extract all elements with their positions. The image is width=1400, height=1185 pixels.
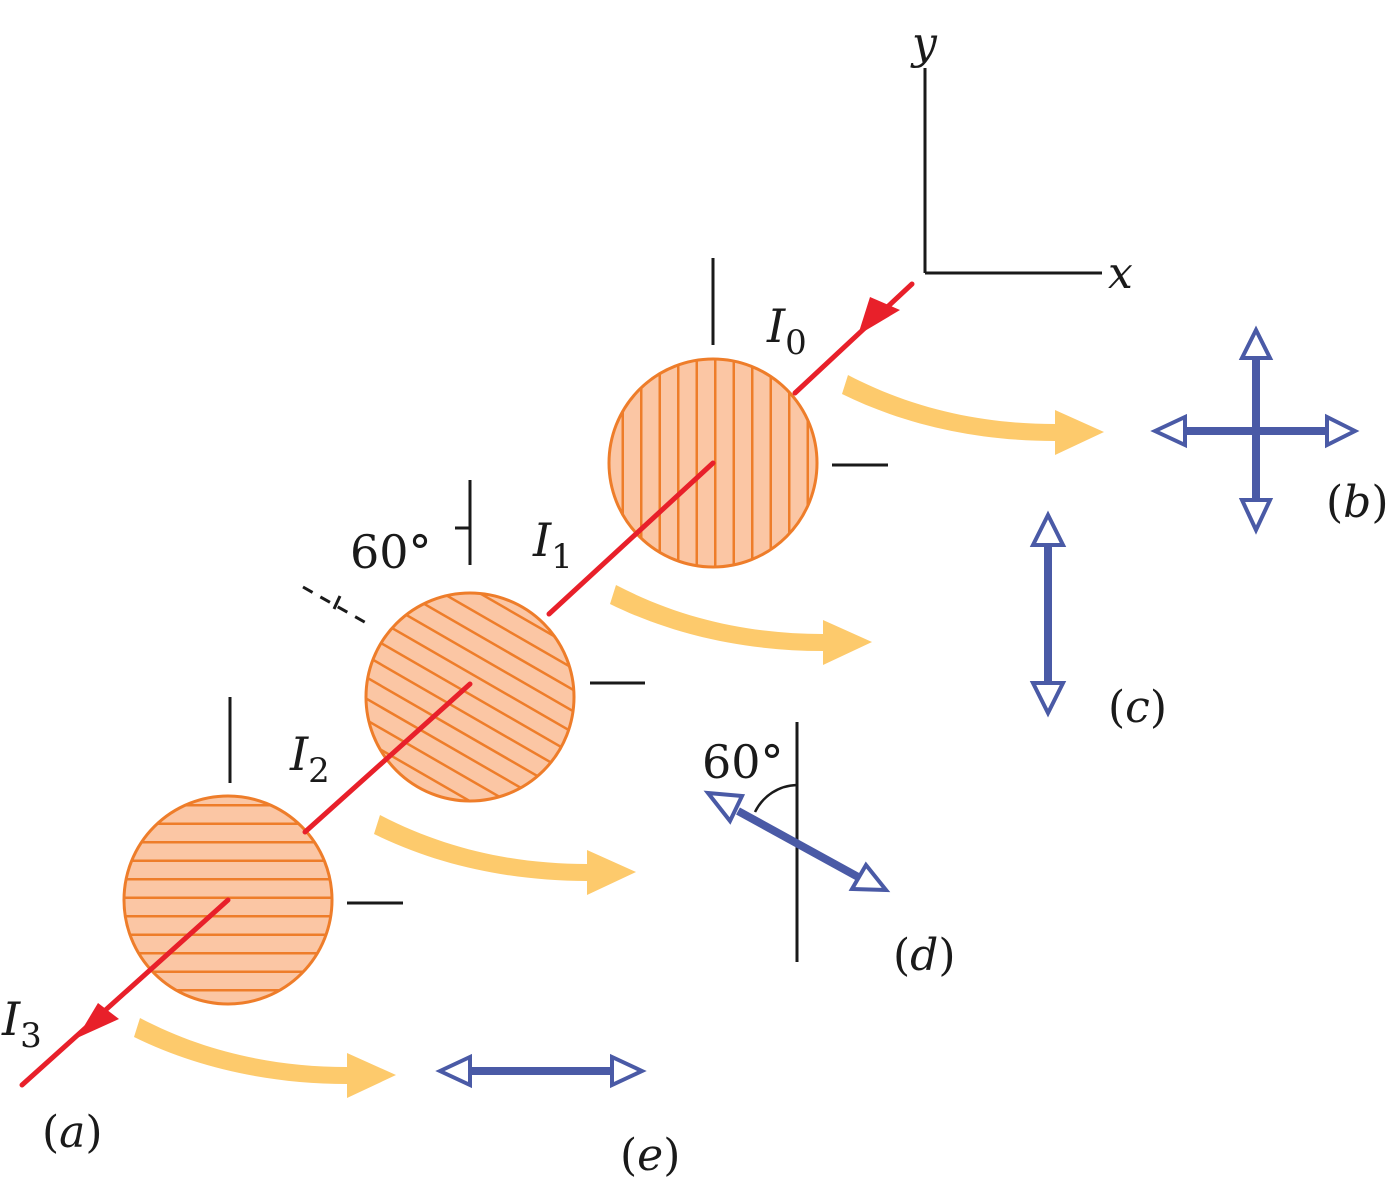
filter-2-hatch-line-0 bbox=[408, 593, 574, 679]
y-axis-label: y bbox=[910, 18, 938, 69]
panel-label-c: (c) bbox=[1108, 682, 1167, 733]
panel-label-a: (a) bbox=[42, 1107, 103, 1158]
beam-segment-1 bbox=[546, 460, 716, 617]
panel-label-d: (d) bbox=[893, 930, 956, 981]
beam-entry-arrowhead bbox=[858, 297, 900, 335]
polarizing-filter-1 bbox=[607, 258, 888, 569]
filter-2-hatch-line-1 bbox=[399, 593, 574, 695]
polarization-tilted: 60° bbox=[702, 722, 891, 962]
vertical-arrow-up bbox=[1029, 510, 1067, 547]
unpolarized-arrow-up bbox=[1238, 325, 1274, 360]
x-axis-label: x bbox=[1108, 248, 1133, 299]
beam-segment-0 bbox=[792, 281, 915, 396]
filter-1-rim bbox=[607, 357, 819, 569]
coordinate-axes: y x bbox=[910, 18, 1133, 299]
filter-2-hatch-line-3 bbox=[380, 599, 574, 727]
filter-2-hatch-line-8 bbox=[366, 679, 553, 801]
tilted-angle-arc bbox=[753, 783, 798, 813]
horizontal-arrow-left bbox=[435, 1053, 472, 1089]
flow-arrows bbox=[134, 375, 1104, 1098]
filter-2-hatch-line-5 bbox=[366, 631, 574, 759]
filter-tilt-angle-label: 60° bbox=[350, 525, 432, 579]
tilted-arrow-upper bbox=[703, 790, 746, 825]
beam-segment-3 bbox=[19, 897, 231, 1088]
filter-2-hatch-line-10 bbox=[366, 711, 534, 801]
tilted-shaft bbox=[736, 807, 862, 882]
polarizing-filter-3 bbox=[122, 697, 403, 1006]
panel-label-b: (b) bbox=[1326, 477, 1389, 528]
intensity-label-i2: I2 bbox=[289, 727, 330, 791]
unpolarized-arrow-down bbox=[1238, 498, 1274, 535]
polarization-horizontal bbox=[435, 1053, 647, 1089]
polarization-unpolarized bbox=[1150, 325, 1360, 535]
flow-arrow-c bbox=[610, 585, 872, 665]
filter-2-dashed-tick bbox=[332, 595, 342, 610]
filter-2-hatch-line-7 bbox=[366, 663, 562, 791]
vertical-arrow-down bbox=[1029, 681, 1067, 718]
intensity-label-i1: I1 bbox=[532, 513, 573, 577]
filter-2-dashed-axis bbox=[302, 585, 369, 626]
tilted-arrow-lower bbox=[848, 861, 891, 893]
filter-2-hatch-line-2 bbox=[390, 593, 574, 711]
unpolarized-arrow-left bbox=[1150, 413, 1187, 449]
beam-segment-2 bbox=[302, 681, 473, 835]
panel-label-e: (e) bbox=[620, 1130, 680, 1181]
filter-2-hatch-line-6 bbox=[366, 647, 571, 775]
filter-2-rim bbox=[364, 591, 576, 803]
polarization-tilt-angle-label: 60° bbox=[702, 735, 784, 789]
polarization-vertical bbox=[1029, 510, 1067, 718]
filter-2-hatching bbox=[366, 593, 574, 801]
light-beam bbox=[19, 281, 915, 1088]
intensity-label-i3: I3 bbox=[1, 992, 42, 1056]
filter-2-hatch-line-4 bbox=[371, 615, 574, 743]
flow-arrow-d bbox=[374, 815, 636, 895]
flow-arrow-e bbox=[134, 1018, 396, 1098]
intensity-label-i0: I0 bbox=[766, 299, 807, 363]
unpolarized-arrow-right bbox=[1325, 413, 1360, 449]
flow-arrow-b bbox=[842, 375, 1104, 455]
filter-3-rim bbox=[122, 794, 334, 1006]
polarizing-filter-2: 60° bbox=[302, 480, 645, 803]
horizontal-arrow-right bbox=[610, 1053, 647, 1089]
beam-exit-arrowhead bbox=[77, 1003, 119, 1038]
